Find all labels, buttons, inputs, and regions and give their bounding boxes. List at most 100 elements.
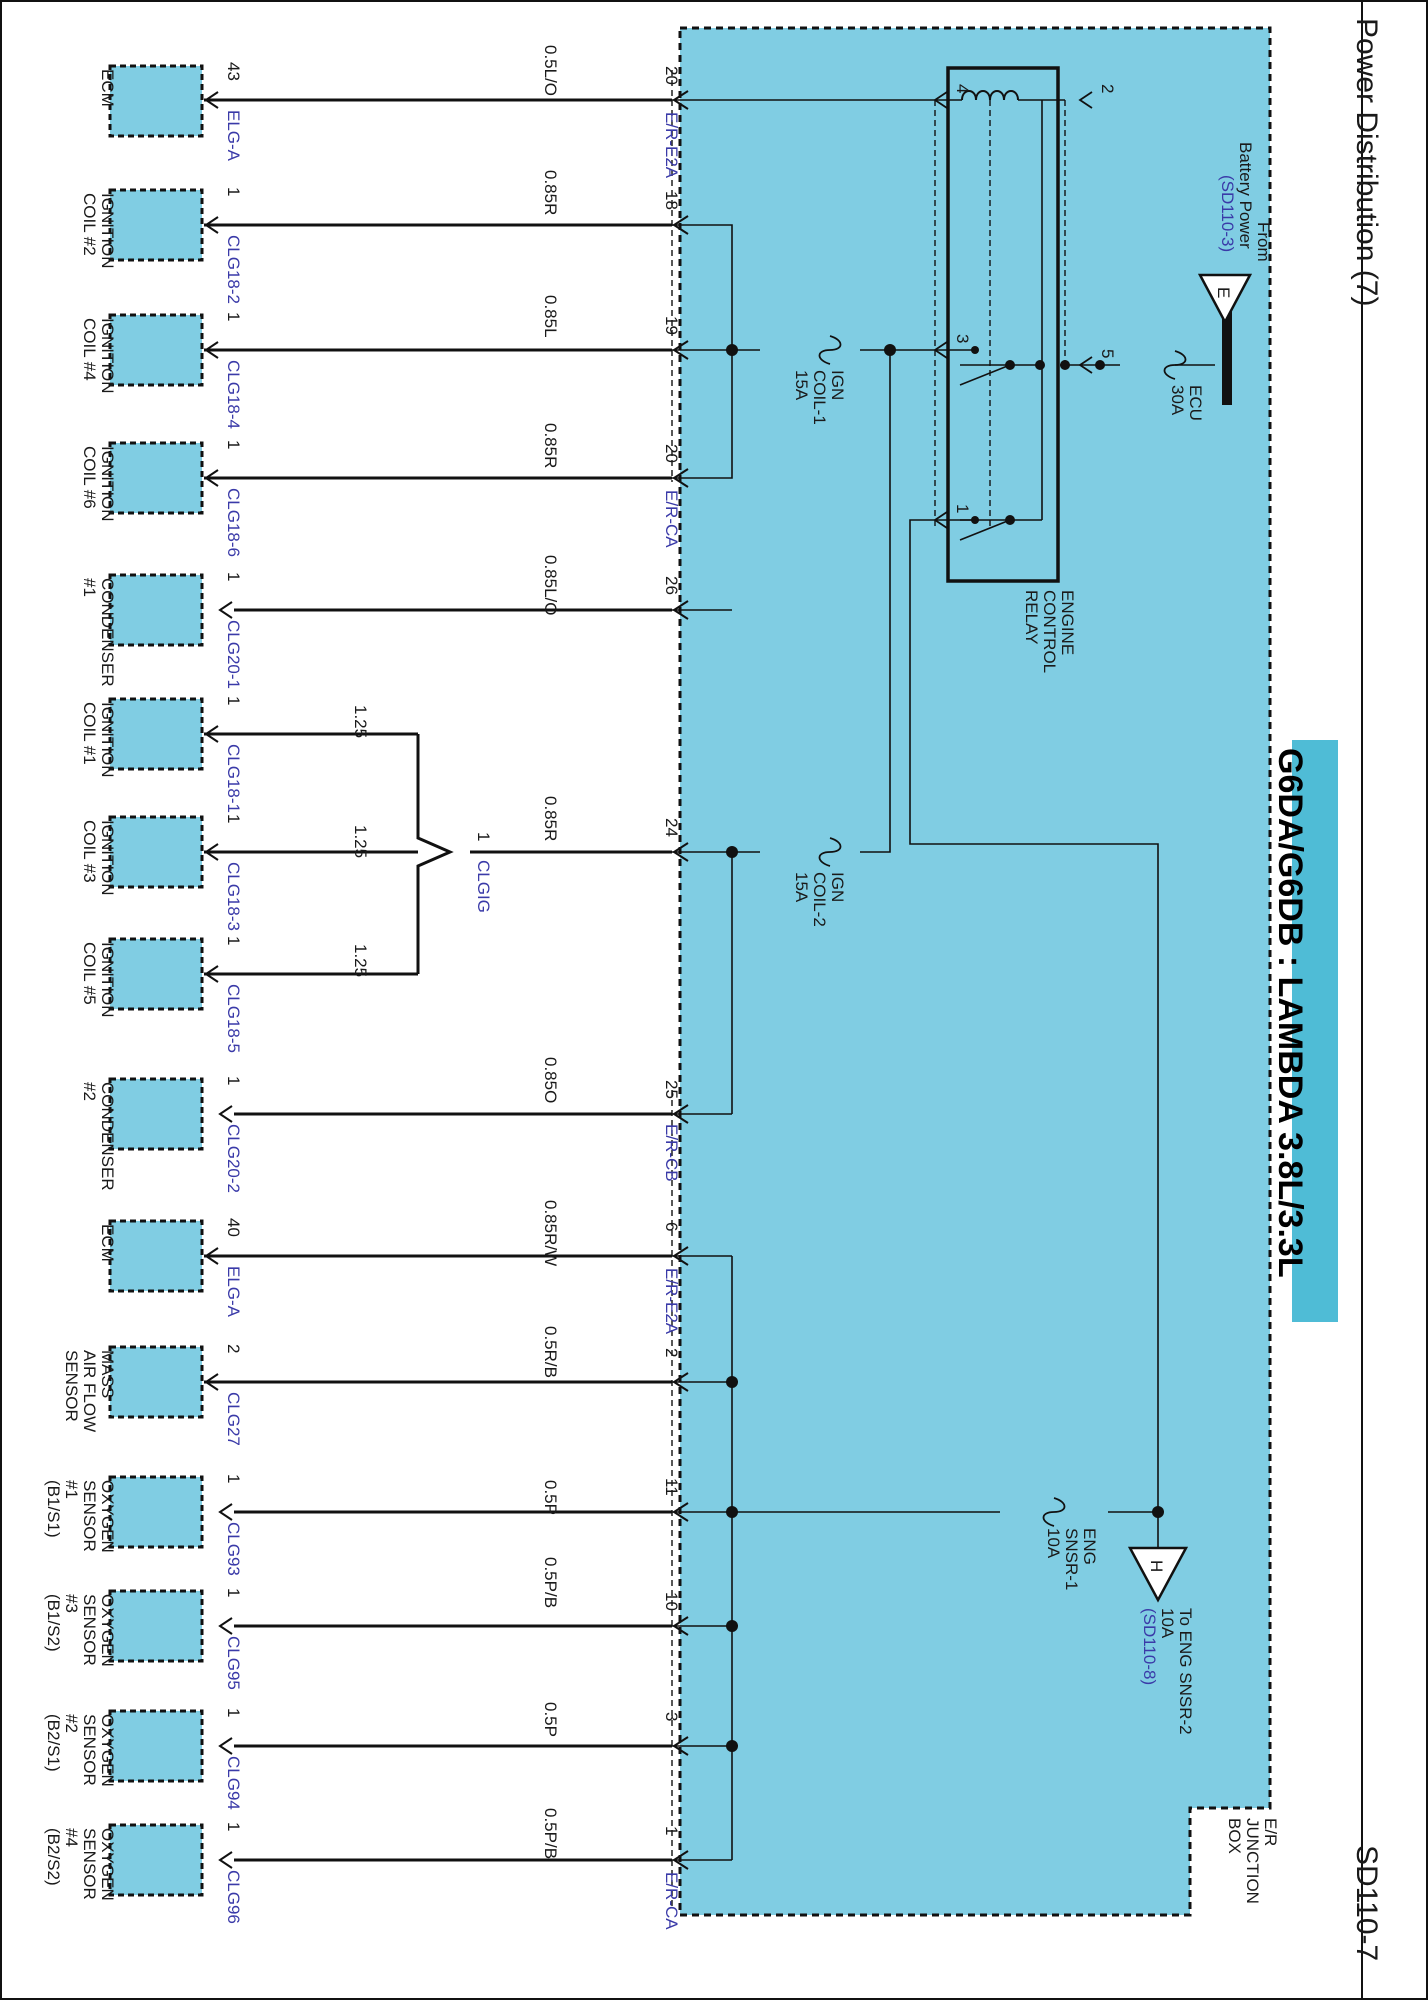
component-label-line: IGNITION	[98, 820, 117, 896]
wire-gauge-label: 0.85R	[541, 170, 560, 215]
component-label-line: AIR FLOW	[80, 1350, 99, 1432]
connector-group-ca-bottom: E/R-CA	[662, 1872, 681, 1930]
component-label-line: #4	[62, 1828, 81, 1847]
component-label-line: ECM	[98, 1224, 117, 1262]
wire-gauge-label: 0.85R/W	[541, 1200, 560, 1266]
component-pin: 1	[224, 696, 243, 705]
component-label-line: #2	[62, 1714, 81, 1733]
fuse-eng-snsr-1-line2: SNSR-1	[1062, 1528, 1081, 1590]
jb-pin-terminal	[672, 842, 689, 862]
component-pin: 1	[224, 1588, 243, 1597]
jb-pin-number: 3	[662, 1712, 681, 1721]
relay-label-line3: RELAY	[1022, 590, 1041, 645]
component-connector[interactable]: CLG18-5	[224, 984, 243, 1053]
component-connector[interactable]: CLG20-1	[224, 620, 243, 689]
jb-pin-terminal	[672, 90, 689, 110]
connector-group-cb: E/R-CB	[662, 1124, 681, 1182]
fuse-ign-coil-2: IGN COIL-2 15A	[792, 837, 847, 927]
splice-pin: 1	[474, 832, 493, 841]
junction-dot	[726, 846, 738, 858]
jb-pin-terminal	[672, 1616, 689, 1636]
wire-gauge-label: 0.85L	[541, 295, 560, 338]
component-label-line: COIL #1	[80, 702, 99, 765]
battery-ref-link[interactable]: (SD110-3)	[1218, 175, 1237, 252]
jb-pin-number: 26	[662, 576, 681, 595]
relay-pin-number: 3	[953, 334, 972, 343]
output-connector-letter: H	[1147, 1560, 1166, 1572]
component-connector[interactable]: CLG27	[224, 1392, 243, 1446]
jb-pin-number: 20	[662, 66, 681, 85]
relay-pin-number: 2	[1098, 84, 1117, 93]
component-connector[interactable]: CLG94	[224, 1756, 243, 1810]
connector-group-ca-top: E/R-CA	[662, 490, 681, 548]
jb-pin-number: 24	[662, 818, 681, 837]
connector-group-e2a-bottom: E/R-E2A	[662, 1268, 681, 1335]
wire-gauge-label: 1.25	[351, 705, 370, 738]
component-connector[interactable]: ELG-A	[224, 1266, 243, 1318]
jb-pin-number: 11	[662, 1478, 681, 1496]
component-connector[interactable]: CLG18-6	[224, 488, 243, 557]
component-pin: 1	[224, 936, 243, 945]
component-connector[interactable]: CLG18-4	[224, 360, 243, 429]
component-connector[interactable]: ELG-A	[224, 110, 243, 162]
wire-gauge-label: 0.5R/B	[541, 1326, 560, 1378]
jb-pin-terminal	[672, 215, 689, 235]
fuse-eng-snsr-1-rating: 10A	[1044, 1528, 1063, 1559]
component-pin: 1	[224, 1708, 243, 1717]
page-title: Power Distribution (7)	[1350, 18, 1383, 306]
ecu-fuse-name: ECU	[1186, 385, 1205, 421]
component-connector[interactable]: CLG95	[224, 1636, 243, 1690]
component-connector[interactable]: CLG18-1	[224, 744, 243, 813]
junction-box	[678, 26, 1272, 1917]
component-pin: 1	[224, 1076, 243, 1085]
component-connector[interactable]: CLG93	[224, 1522, 243, 1576]
component-pin: 1	[224, 440, 243, 449]
output-ref-link[interactable]: (SD110-8)	[1140, 1608, 1159, 1685]
component-label-line: OXYGEN	[98, 1828, 117, 1901]
component-connector[interactable]: CLG18-2	[224, 235, 243, 304]
jb-pin-terminal	[672, 600, 689, 620]
junction-box-label-line2: JUNCTION	[1243, 1818, 1262, 1904]
component-pin: 40	[224, 1218, 243, 1237]
component-pin: 1	[224, 814, 243, 823]
jb-pin-terminal	[672, 340, 689, 360]
junction-dots	[726, 344, 1164, 1752]
page-code: SD110-7	[1350, 1845, 1383, 1961]
component-label-line: CONDENSER	[98, 1082, 117, 1191]
wire-gauge-label: 1.25	[351, 944, 370, 977]
component-connector[interactable]: CLG20-2	[224, 1124, 243, 1193]
component-connector[interactable]: CLG18-3	[224, 862, 243, 931]
battery-source: E From Battery Power (SD110-3) ECU 30A	[1163, 142, 1273, 421]
component-pin: 2	[224, 1344, 243, 1353]
component-pin: 1	[224, 1822, 243, 1831]
wire-gauge-label: 0.5P/B	[541, 1557, 560, 1608]
jb-pin-terminal	[672, 1736, 689, 1756]
component-connector[interactable]: CLG96	[224, 1870, 243, 1924]
fuse-eng-snsr-1: ENG SNSR-1 10A	[1042, 1497, 1099, 1590]
engine-banner	[1292, 740, 1338, 1322]
jb-pin-terminal	[672, 1104, 689, 1124]
jb-pin-number: 18	[662, 191, 681, 210]
junction-dot	[726, 1620, 738, 1632]
battery-connector-letter: E	[1214, 287, 1233, 298]
component-label-line: (B1/S2)	[44, 1594, 63, 1652]
jb-pin-terminal	[672, 1850, 689, 1870]
